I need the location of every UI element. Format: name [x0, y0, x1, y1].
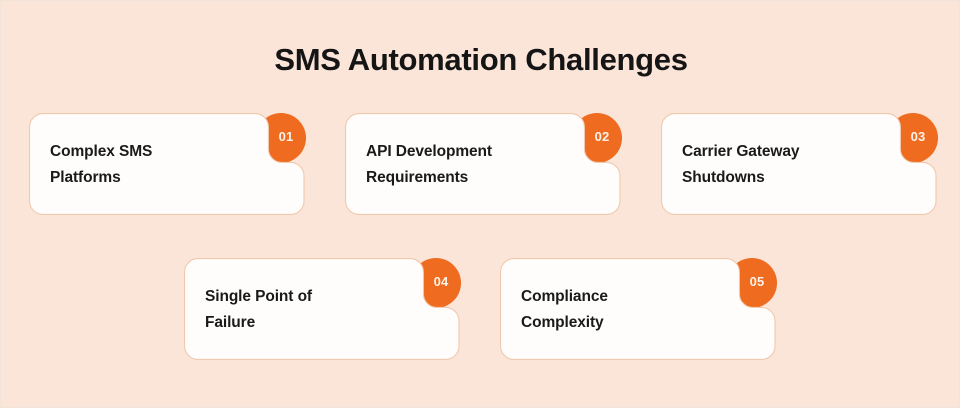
card-number-badge: 04 — [411, 258, 461, 308]
card-number-badge: 05 — [727, 258, 777, 308]
card-title: API Development Requirements — [366, 143, 492, 186]
challenge-card[interactable]: 05 Compliance Complexity — [500, 258, 777, 360]
challenge-card[interactable]: 03 Carrier Gateway Shutdowns — [661, 113, 938, 215]
card-title: Compliance Complexity — [521, 288, 608, 331]
card-number-badge: 03 — [888, 113, 938, 163]
challenge-card[interactable]: 01 Complex SMS Platforms — [29, 113, 306, 215]
card-number-badge: 01 — [256, 113, 306, 163]
page-title: SMS Automation Challenges — [274, 42, 688, 77]
card-number-badge: 02 — [572, 113, 622, 163]
card-number-label: 04 — [433, 273, 449, 289]
challenge-card[interactable]: 04 Single Point of Failure — [184, 258, 461, 360]
card-row-2: 04 Single Point of Failure 05 Compliance… — [184, 258, 777, 360]
card-number-label: 05 — [749, 273, 765, 289]
card-title: Complex SMS Platforms — [50, 143, 153, 186]
card-title: Carrier Gateway Shutdowns — [682, 143, 800, 186]
card-number-label: 03 — [910, 128, 926, 144]
card-number-label: 01 — [278, 128, 294, 144]
card-row-1: 01 Complex SMS Platforms 02 API Developm… — [29, 113, 938, 215]
challenge-card[interactable]: 02 API Development Requirements — [345, 113, 622, 215]
card-number-label: 02 — [594, 128, 610, 144]
card-title: Single Point of Failure — [205, 288, 312, 331]
